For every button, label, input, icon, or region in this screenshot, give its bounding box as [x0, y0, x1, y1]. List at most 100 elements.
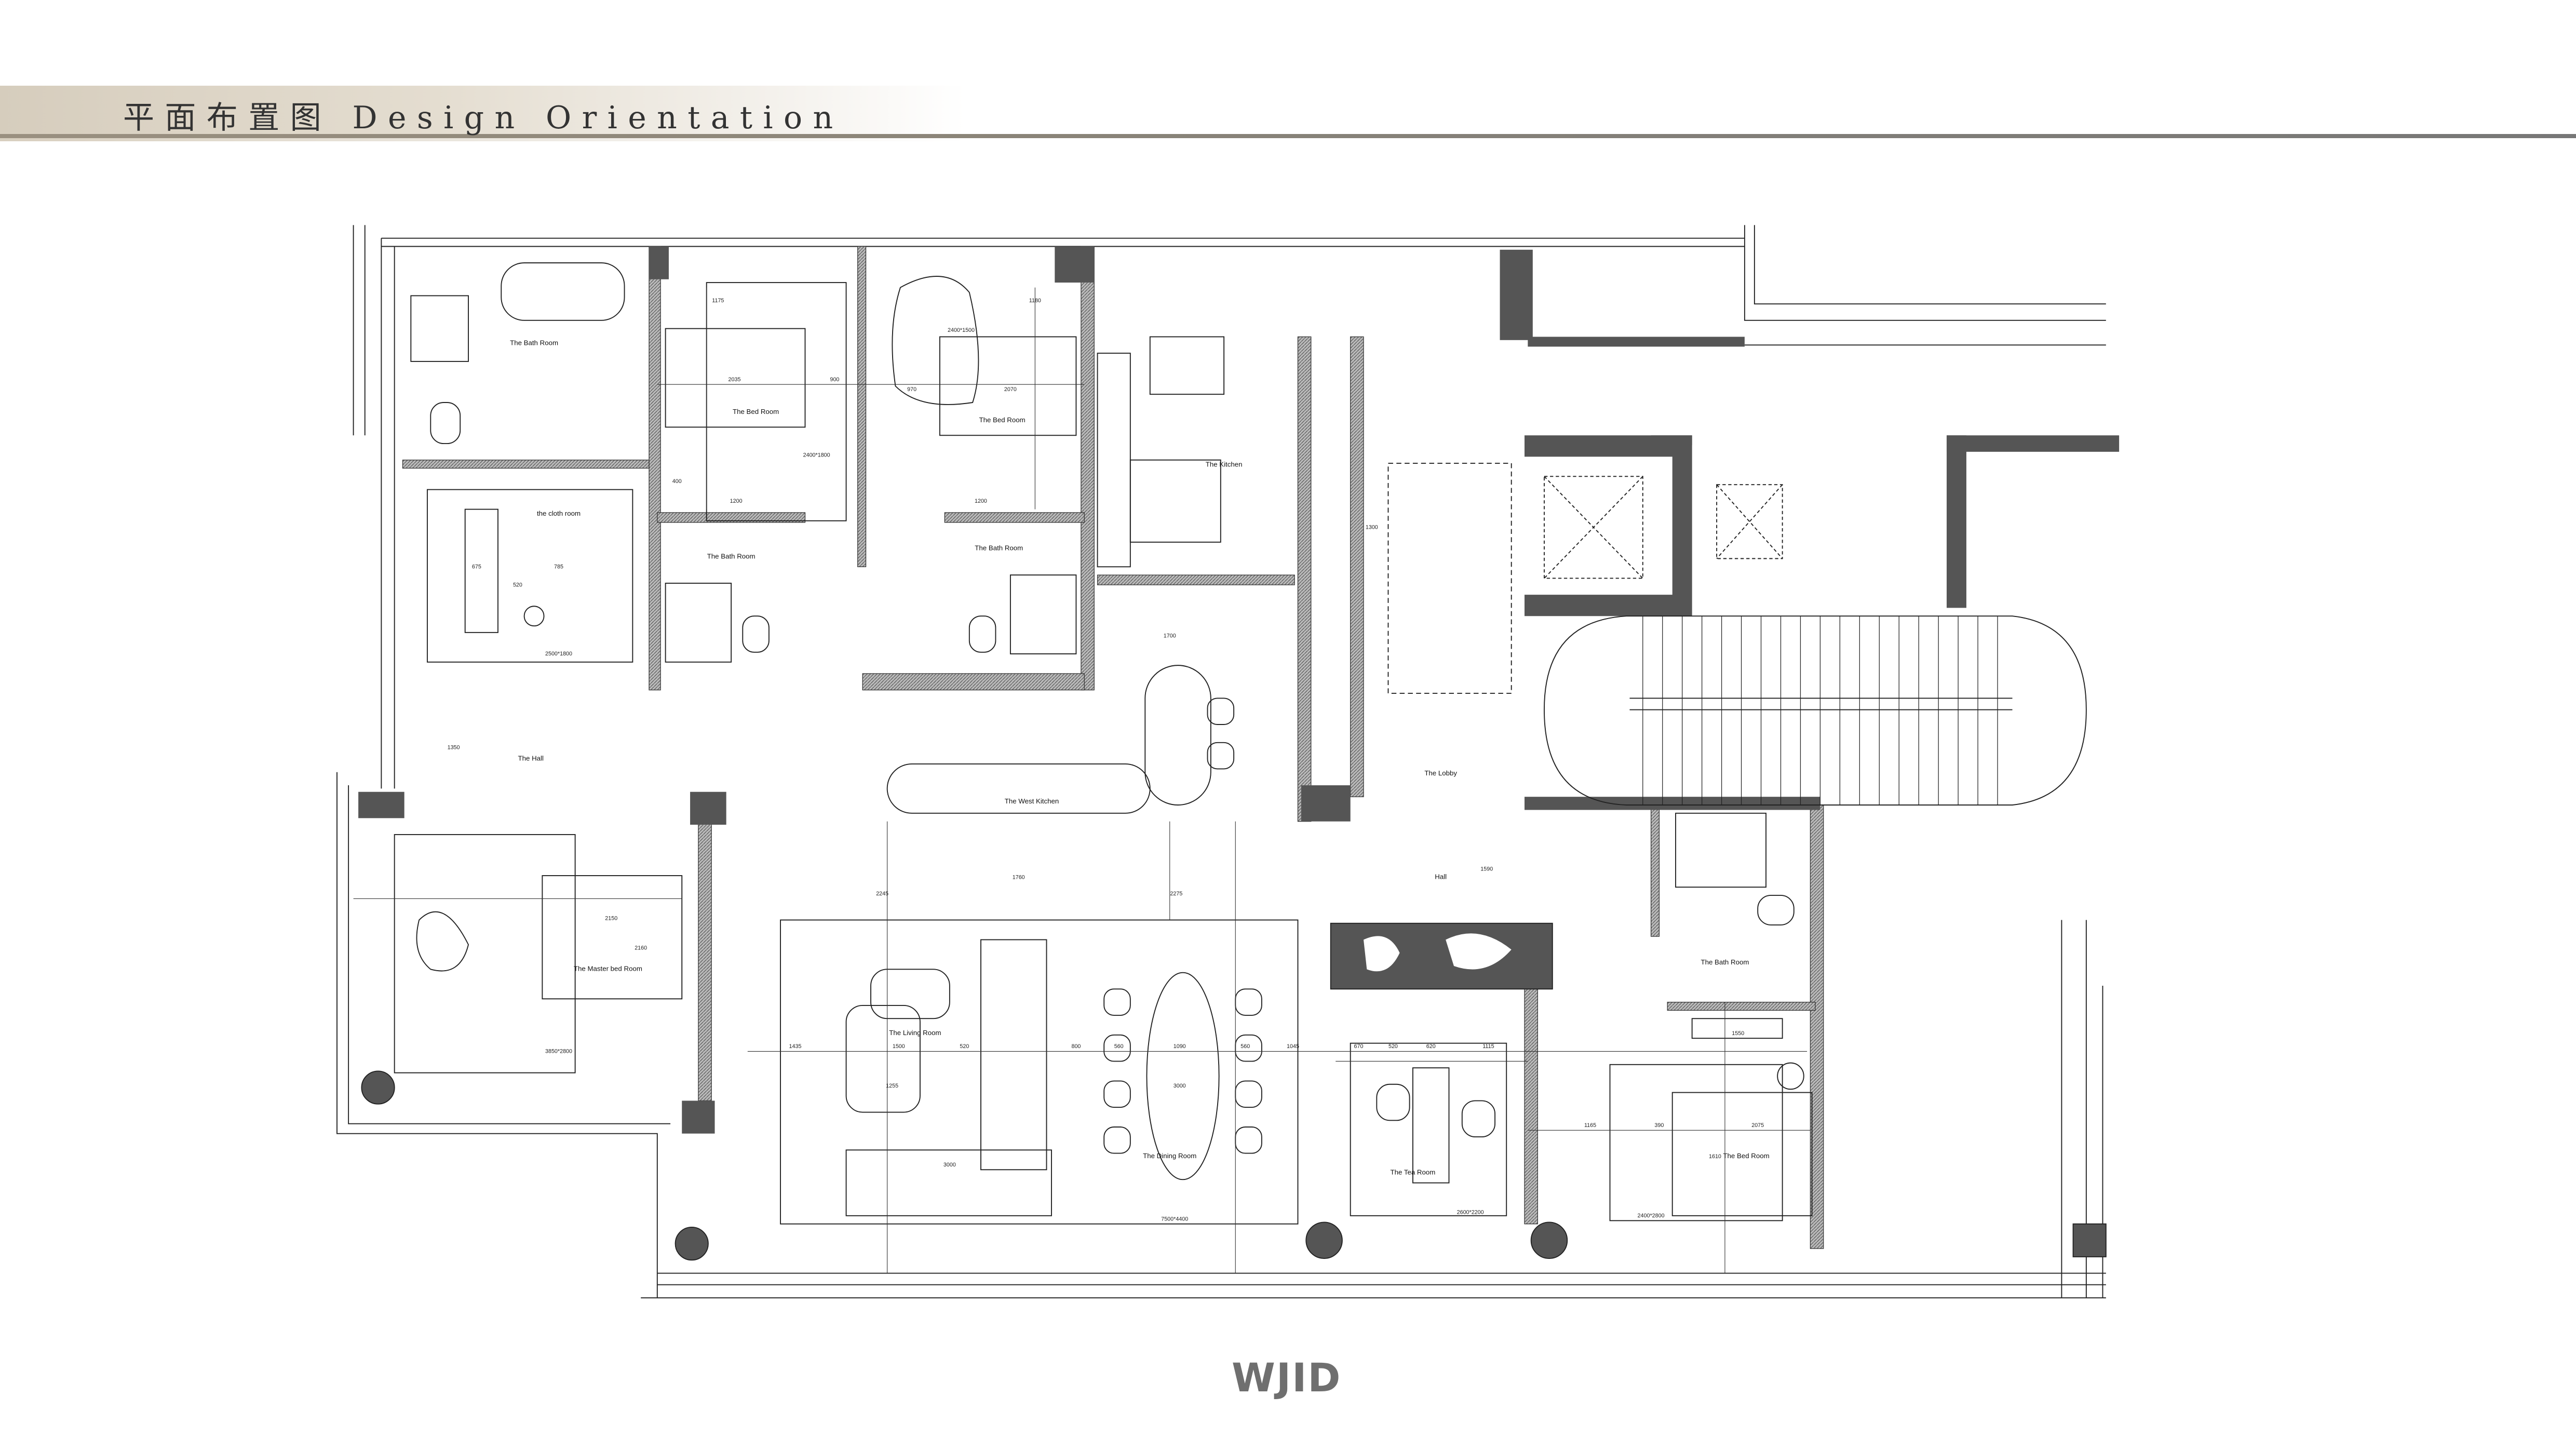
round-columns [361, 1070, 2107, 1261]
svg-text:1165: 1165 [1584, 1122, 1596, 1129]
elevator-lobby-zone [1387, 463, 1512, 694]
area-label: 3850*2800 [545, 1049, 572, 1055]
svg-text:1115: 1115 [1482, 1043, 1494, 1050]
toilet [968, 615, 996, 653]
room-label: The Dining Room [1143, 1152, 1196, 1160]
svg-text:1500: 1500 [893, 1043, 905, 1050]
armchair [845, 1004, 921, 1113]
svg-text:1550: 1550 [1732, 1030, 1744, 1037]
bed [665, 328, 806, 428]
header-rule [0, 134, 2576, 138]
master-bed [542, 875, 683, 1000]
lounge-chair [416, 911, 469, 972]
planter [1330, 922, 1553, 990]
rug [892, 276, 979, 405]
svg-text:970: 970 [907, 386, 916, 393]
room-label: The Bed Room [979, 416, 1025, 424]
vanity [410, 295, 469, 362]
svg-text:2160: 2160 [635, 945, 647, 951]
armchair [870, 969, 950, 1019]
tea-table [1412, 1067, 1450, 1184]
svg-text:2150: 2150 [605, 915, 617, 921]
svg-text:800: 800 [1071, 1043, 1081, 1050]
room-label: The Bath Room [1701, 958, 1749, 966]
area-label: 2400*1500 [948, 327, 975, 333]
bedroom-rug [1609, 1064, 1783, 1222]
dining-chairs [1103, 697, 1262, 1154]
dining-table [1146, 972, 1220, 1180]
room-label: The Hall [518, 755, 544, 762]
shower [665, 583, 732, 663]
svg-text:1200: 1200 [730, 498, 743, 504]
svg-text:1610: 1610 [1709, 1153, 1721, 1160]
stair-steps [1642, 616, 1998, 805]
svg-text:2275: 2275 [1170, 891, 1182, 897]
tea-rug [1350, 1042, 1507, 1216]
bed [939, 336, 1077, 436]
svg-text:1350: 1350 [448, 744, 460, 750]
kitchen-counter [1097, 353, 1131, 568]
shower [1675, 812, 1766, 888]
svg-text:390: 390 [1654, 1122, 1664, 1129]
svg-text:2245: 2245 [876, 891, 888, 897]
svg-text:1045: 1045 [1287, 1043, 1299, 1050]
stair [1544, 615, 2087, 806]
master-rug [394, 834, 576, 1074]
svg-text:3000: 3000 [943, 1162, 956, 1168]
shower [1009, 574, 1077, 654]
room-label: The Kitchen [1206, 460, 1243, 468]
svg-text:2070: 2070 [1004, 386, 1017, 393]
room-label: The Bed Room [1723, 1152, 1769, 1160]
page-title: 平面布置图 Design Orientation [123, 100, 844, 136]
room-label: The Living Room [889, 1029, 941, 1037]
svg-text:1175: 1175 [712, 298, 724, 304]
structural-columns [358, 246, 2120, 1134]
svg-text:1760: 1760 [1013, 874, 1025, 880]
svg-text:2075: 2075 [1751, 1122, 1764, 1129]
svg-text:1435: 1435 [789, 1043, 802, 1050]
exterior-walls [336, 225, 2106, 1298]
bed [1671, 1092, 1813, 1216]
room-label: Hall [1435, 873, 1447, 880]
room-label: The Bed Room [733, 408, 779, 415]
svg-text:620: 620 [1426, 1043, 1436, 1050]
room-label: The West Kitchen [1005, 797, 1059, 805]
svg-text:1200: 1200 [975, 498, 987, 504]
toilet [742, 615, 770, 653]
room-label: the cloth room [537, 509, 581, 517]
svg-text:560: 560 [1240, 1043, 1250, 1050]
toilet [1757, 895, 1795, 925]
sofa [980, 939, 1047, 1171]
furniture [394, 262, 2087, 1225]
area-label: 2400*1800 [803, 452, 830, 458]
svg-text:1180: 1180 [1029, 298, 1041, 304]
svg-text:1700: 1700 [1164, 633, 1176, 639]
area-label: 2400*2800 [1638, 1213, 1665, 1219]
area-label: 2500*1800 [545, 651, 572, 657]
svg-text:1590: 1590 [1480, 866, 1493, 873]
room-label: The Bath Room [707, 553, 756, 560]
west-kitchen-island [886, 763, 1151, 814]
kitchen-island [1129, 459, 1221, 543]
dimension-lines [353, 287, 1811, 1273]
svg-text:675: 675 [472, 564, 481, 570]
cloth-rug [427, 489, 633, 663]
svg-text:400: 400 [672, 478, 682, 485]
svg-text:1090: 1090 [1174, 1043, 1186, 1050]
svg-text:900: 900 [830, 377, 839, 383]
tea-chair [1461, 1100, 1496, 1137]
area-label: 2600*2200 [1457, 1210, 1484, 1216]
bathtub [501, 262, 625, 321]
svg-text:520: 520 [960, 1043, 969, 1050]
dimension-labels: 2035 900 2070 970 1200 1200 400 1175 118… [448, 298, 1764, 1168]
room-labels: The Bath Room The Bed Room 2400*1800 The… [510, 327, 1770, 1222]
svg-text:670: 670 [1354, 1043, 1364, 1050]
svg-text:560: 560 [1114, 1043, 1124, 1050]
room-label: The Bath Room [510, 339, 558, 346]
interior-walls [402, 246, 1824, 1249]
area-label: 7500*4400 [1161, 1216, 1188, 1222]
wjid-logo: WJID [1232, 1354, 1342, 1401]
header-band [0, 86, 966, 135]
rug [706, 282, 847, 521]
